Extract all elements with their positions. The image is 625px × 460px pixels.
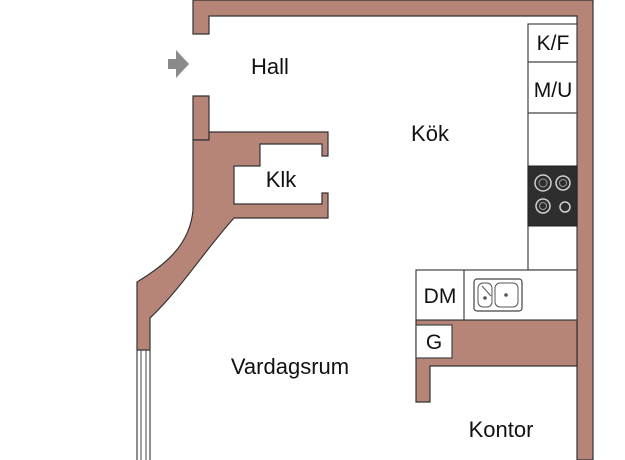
room-label-vardagsrum: Vardagsrum <box>231 354 349 379</box>
room-label-kontor: Kontor <box>469 417 534 442</box>
room-label-klk: Klk <box>266 167 298 192</box>
fixture-label-dm: DM <box>424 285 457 308</box>
hall-left-wall <box>192 95 210 141</box>
room-label-hall: Hall <box>251 54 289 79</box>
room-label-kok: Kök <box>411 121 450 146</box>
outer-wall-top-right <box>192 0 594 460</box>
fixture-label-kf: K/F <box>537 32 570 55</box>
fixture-label-g: G <box>426 331 442 354</box>
closet-diagonal-wall <box>136 131 329 351</box>
sink-icon <box>473 278 523 312</box>
fixture-label-mu: M/U <box>534 79 573 102</box>
g-box <box>415 324 453 359</box>
entrance-arrow-icon <box>168 50 189 78</box>
kitchen-counter <box>527 23 578 271</box>
stove-icon <box>527 165 578 227</box>
